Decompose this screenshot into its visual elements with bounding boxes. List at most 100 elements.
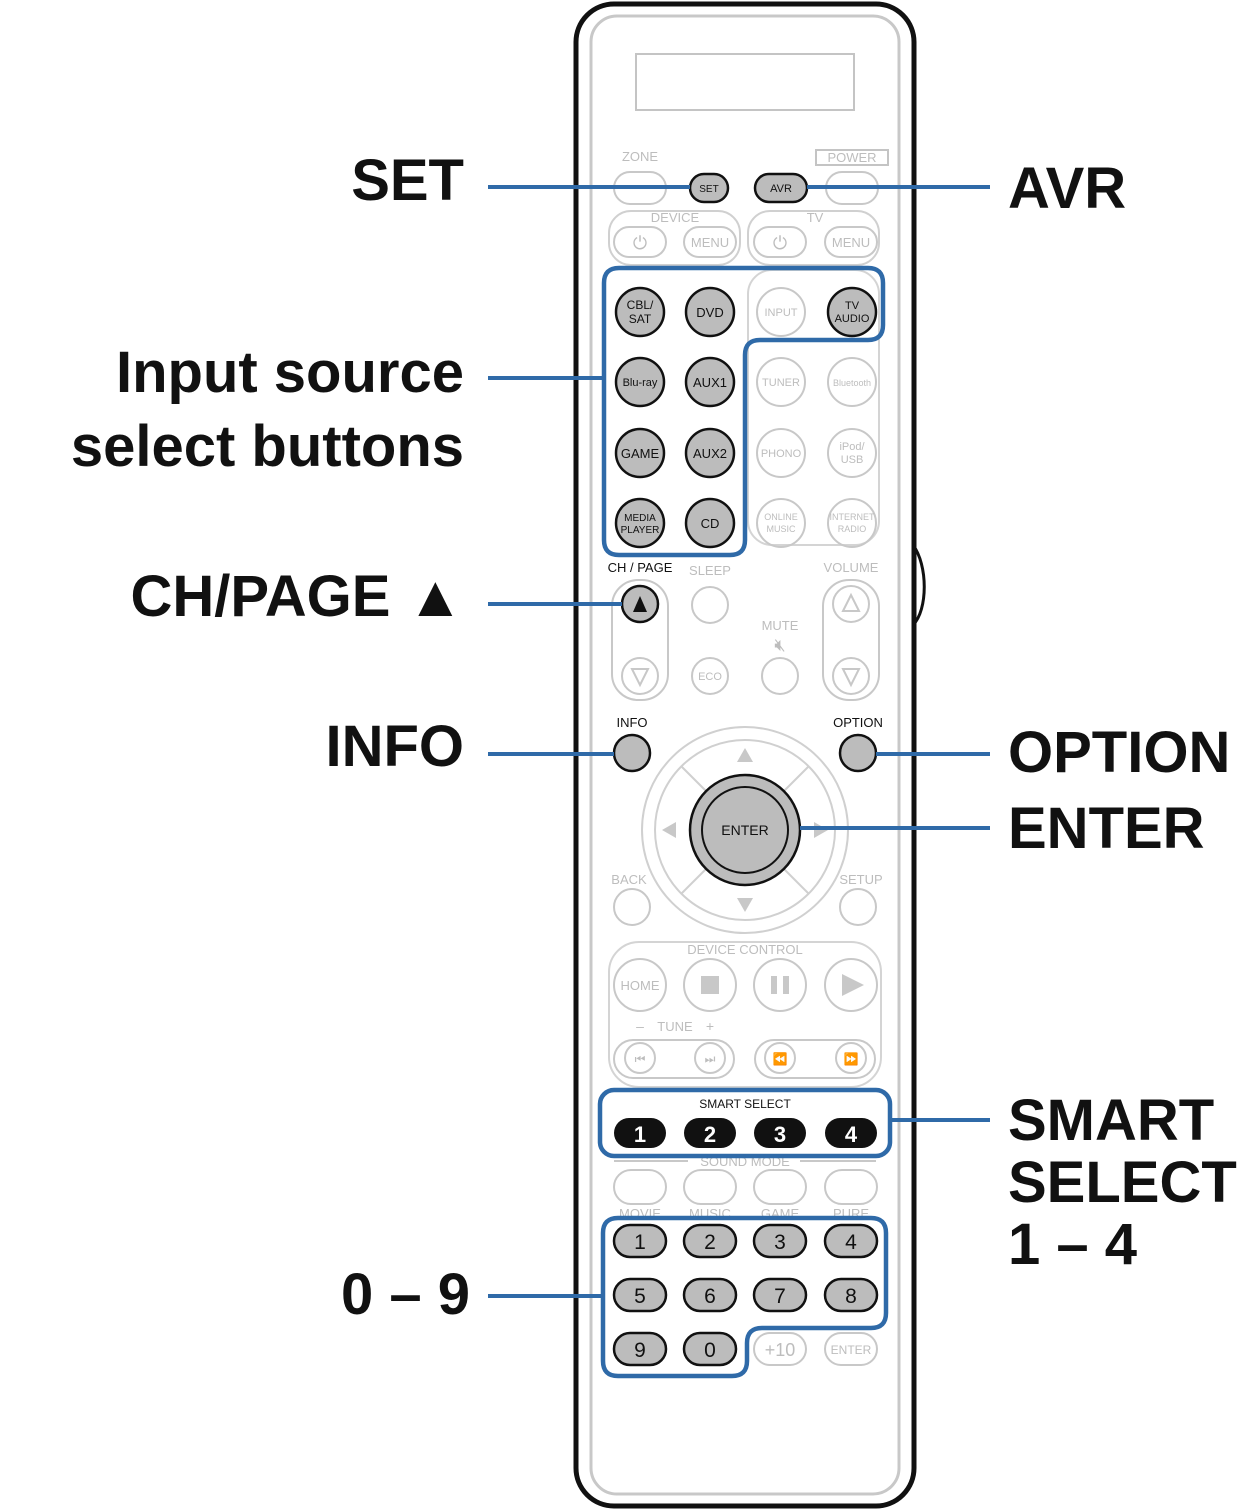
smart-select-highlight: [597, 1087, 893, 1159]
device-power-button[interactable]: [613, 226, 667, 258]
device-power-icon: ⏻: [633, 233, 647, 253]
tv-group: [747, 210, 880, 266]
setup-button[interactable]: [839, 888, 877, 926]
cbl-sat-label-2: SAT: [629, 312, 652, 326]
smart-select-2-button[interactable]: [684, 1118, 736, 1148]
device-label: DEVICE: [651, 210, 700, 225]
digits-highlight: [600, 1215, 889, 1379]
mute-label: MUTE: [762, 618, 799, 633]
nav-left-icon[interactable]: [662, 822, 676, 838]
nav-down-icon[interactable]: [737, 898, 753, 912]
rewind-button[interactable]: [764, 1042, 796, 1074]
game-label: GAME: [621, 446, 660, 461]
game-button[interactable]: [614, 427, 666, 479]
aux1-button[interactable]: [684, 356, 736, 408]
digit-9-button[interactable]: [612, 1331, 668, 1367]
pause-icon-right: [783, 976, 789, 994]
tv-menu-button[interactable]: [824, 226, 878, 258]
smart-select-callout-line1: SMART: [1008, 1088, 1215, 1153]
volume-rocker: [822, 579, 880, 701]
sleep-label: SLEEP: [689, 563, 731, 578]
smart-select-4-button[interactable]: [825, 1118, 877, 1148]
digit-8-button[interactable]: [823, 1277, 879, 1313]
info-button[interactable]: [612, 733, 652, 773]
numpad-enter-button[interactable]: [824, 1332, 878, 1366]
input-source-callout-line1: Input source: [115, 340, 464, 405]
power-label: POWER: [827, 150, 876, 165]
internet-label-2: RADIO: [838, 524, 867, 534]
cd-button[interactable]: [684, 497, 736, 549]
sound-mode-music-button[interactable]: [683, 1169, 737, 1205]
input-button[interactable]: [756, 287, 806, 337]
zone-label: ZONE: [622, 149, 658, 164]
digit-2-label: 2: [704, 1231, 716, 1254]
digit-5-label: 5: [634, 1285, 646, 1308]
online-music-button[interactable]: [756, 498, 806, 548]
volume-down-icon: [841, 668, 861, 688]
sleep-button[interactable]: [691, 586, 729, 624]
play-button[interactable]: [824, 958, 878, 1012]
tuner-button[interactable]: [756, 357, 806, 407]
stop-button[interactable]: [683, 958, 737, 1012]
home-button[interactable]: [613, 958, 667, 1012]
pause-button[interactable]: [753, 958, 807, 1012]
nav-up-icon[interactable]: [737, 748, 753, 762]
smart-select-3-label: 3: [774, 1122, 786, 1147]
media-player-button[interactable]: [614, 497, 666, 549]
tv-power-button[interactable]: [753, 226, 807, 258]
digit-1-label: 1: [634, 1231, 646, 1254]
dvd-label: DVD: [696, 305, 723, 320]
fast-forward-button[interactable]: [835, 1042, 867, 1074]
phono-button[interactable]: [756, 428, 806, 478]
tune-down-button[interactable]: [624, 1042, 656, 1074]
sound-mode-game-button[interactable]: [753, 1169, 807, 1205]
tv-audio-label-2: AUDIO: [835, 313, 870, 325]
internet-radio-button[interactable]: [827, 498, 877, 548]
eco-button[interactable]: [691, 657, 729, 695]
aux2-button[interactable]: [684, 427, 736, 479]
tv-label: TV: [807, 210, 824, 225]
volume-up-button[interactable]: [832, 585, 870, 623]
digit-2-button[interactable]: [682, 1223, 738, 1259]
smart-select-1-button[interactable]: [614, 1118, 666, 1148]
digit-4-button[interactable]: [823, 1223, 879, 1259]
sound-mode-pure-button[interactable]: [824, 1169, 878, 1205]
plus10-button[interactable]: [753, 1332, 807, 1366]
play-icon: [842, 974, 864, 996]
digit-1-button[interactable]: [612, 1223, 668, 1259]
tune-plus: +: [706, 1018, 714, 1034]
enter-label: ENTER: [721, 822, 768, 838]
ch-down-button[interactable]: [621, 657, 659, 695]
digit-7-button[interactable]: [752, 1277, 808, 1313]
digit-3-button[interactable]: [752, 1223, 808, 1259]
skip-forward-icon: ⏭: [705, 1052, 716, 1066]
digit-5-button[interactable]: [612, 1277, 668, 1313]
ipod-label-2: USB: [841, 454, 864, 466]
device-menu-button[interactable]: [683, 226, 737, 258]
smart-select-callout-line3: 1 – 4: [1008, 1212, 1137, 1277]
tv-audio-button[interactable]: [826, 286, 878, 338]
tune-up-button[interactable]: [694, 1042, 726, 1074]
digit-4-label: 4: [845, 1231, 857, 1254]
smart-select-3-button[interactable]: [754, 1118, 806, 1148]
sound-mode-movie-button[interactable]: [613, 1169, 667, 1205]
option-button[interactable]: [838, 733, 878, 773]
bluetooth-button[interactable]: [827, 357, 877, 407]
aux2-label: AUX2: [693, 446, 727, 461]
dvd-button[interactable]: [684, 286, 736, 338]
digit-0-button[interactable]: [682, 1331, 738, 1367]
ipod-usb-button[interactable]: [827, 428, 877, 478]
cbl-sat-button[interactable]: [614, 286, 666, 338]
digit-6-button[interactable]: [682, 1277, 738, 1313]
cd-label: CD: [701, 516, 720, 531]
bluray-button[interactable]: [614, 356, 666, 408]
phono-label: PHONO: [761, 448, 802, 460]
back-button[interactable]: [613, 888, 651, 926]
volume-down-button[interactable]: [832, 657, 870, 695]
mute-button[interactable]: [761, 657, 799, 695]
online-label-1: ONLINE: [764, 512, 798, 522]
input-source-highlight: [601, 265, 886, 558]
online-label-2: MUSIC: [767, 524, 797, 534]
option-callout: OPTION: [1008, 720, 1231, 785]
